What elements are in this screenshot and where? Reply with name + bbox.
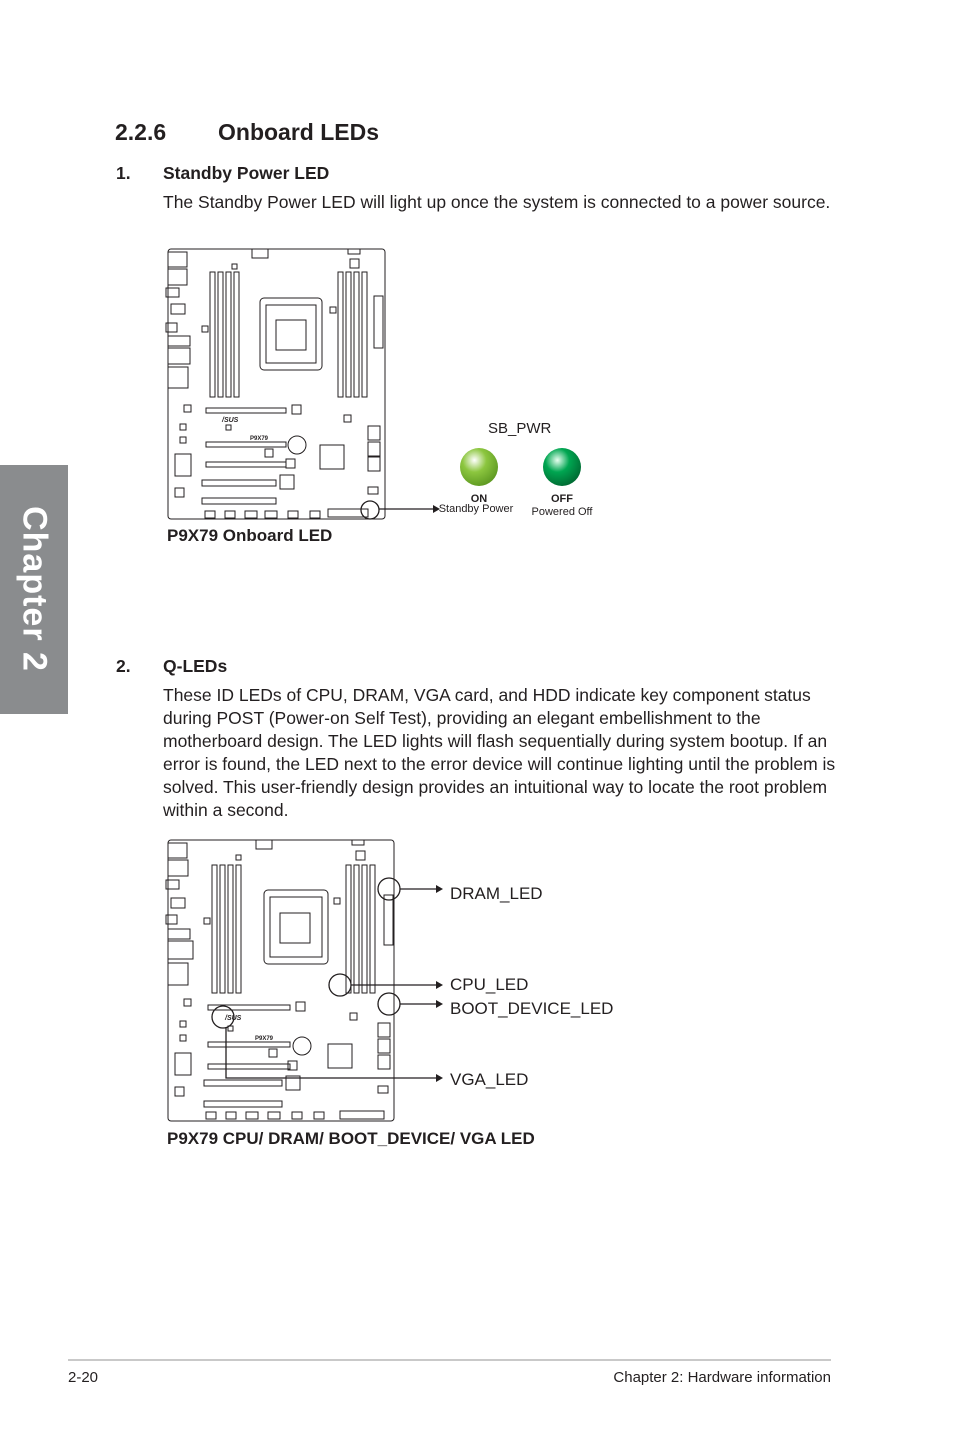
qled-diagram: P9X79 /SUS DRAM_LED CPU_LED BOOT_DEVICE_… <box>165 839 613 1122</box>
led-on-icon <box>460 448 498 486</box>
led-off-label: OFF <box>551 493 573 505</box>
diagram2-caption: P9X79 CPU/ DRAM/ BOOT_DEVICE/ VGA LED <box>167 1129 535 1148</box>
brand-logo: /SUS <box>221 417 239 424</box>
cpu-led-circle <box>328 973 352 997</box>
led-on-desc: Standby Power <box>439 503 514 515</box>
page-number: 2-20 <box>68 1369 99 1386</box>
section-title: Onboard LEDs <box>218 119 380 145</box>
vga-led-circle <box>211 1005 235 1029</box>
boot-led-label: BOOT_DEVICE_LED <box>450 999 613 1018</box>
footer-chapter: Chapter 2: Hardware information <box>613 1369 831 1386</box>
onboard-led-diagram: P9X79 /SUS SB_PWR ON Standby Power OFF P… <box>165 248 594 520</box>
vga-led-label: VGA_LED <box>450 1070 528 1089</box>
item1-text: The Standby Power LED will light up once… <box>163 192 831 212</box>
board-label-2: P9X79 <box>255 1036 274 1042</box>
brand-logo-2: /SUS <box>224 1015 242 1022</box>
led-off-desc: Powered Off <box>532 506 594 518</box>
item2-line: error is found, the LED next to the erro… <box>163 754 836 774</box>
item2-title: Q-LEDs <box>163 656 228 676</box>
dram-led-label: DRAM_LED <box>450 884 543 903</box>
item2-line: solved. This user-friendly design provid… <box>163 777 828 797</box>
sb-pwr-highlight-circle <box>360 500 380 520</box>
item1-title: Standby Power LED <box>163 163 330 183</box>
sb-pwr-arrowhead <box>433 505 440 513</box>
sb-pwr-label: SB_PWR <box>488 420 552 437</box>
chapter-tab: Chapter 2 <box>0 465 68 714</box>
item2-line: motherboard design. The LED lights will … <box>163 731 828 751</box>
item2-line: during POST (Power-on Self Test), provid… <box>163 708 761 728</box>
cpu-led-label: CPU_LED <box>450 975 528 994</box>
motherboard-outline-2 <box>165 839 395 1122</box>
diagram1-caption: P9X79 Onboard LED <box>167 526 333 545</box>
section-number: 2.2.6 <box>115 119 167 145</box>
vga-arrow <box>225 1027 436 1079</box>
board-label: P9X79 <box>250 436 269 442</box>
item1-number: 1. <box>116 163 131 183</box>
motherboard-outline <box>165 248 386 520</box>
item2-text: These ID LEDs of CPU, DRAM, VGA card, an… <box>163 684 843 822</box>
boot-led-circle <box>377 992 401 1016</box>
footer-divider <box>68 1359 831 1361</box>
item2-number: 2. <box>116 656 131 676</box>
led-on-label: ON <box>471 493 488 505</box>
chapter-tab-label: Chapter 2 <box>15 506 54 672</box>
dram-led-circle <box>377 877 401 901</box>
led-off-icon <box>543 448 581 486</box>
item2-line: within a second. <box>163 800 289 820</box>
item2-line: These ID LEDs of CPU, DRAM, VGA card, an… <box>163 685 811 705</box>
